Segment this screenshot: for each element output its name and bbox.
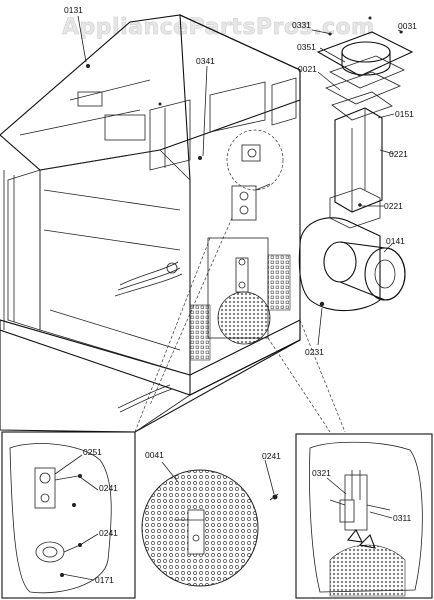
label-0241-left-lower: 0241 bbox=[99, 528, 118, 538]
label-0251: 0251 bbox=[83, 447, 102, 457]
detail-inset-left bbox=[1, 431, 136, 599]
thermostat-bracket bbox=[226, 129, 284, 221]
label-0331: 0331 bbox=[292, 20, 311, 30]
label-0241-middle: 0241 bbox=[262, 451, 281, 461]
label-0171: 0171 bbox=[95, 575, 114, 585]
leader-lines bbox=[54, 15, 404, 581]
label-0341: 0341 bbox=[196, 56, 215, 66]
cabinet bbox=[0, 14, 301, 433]
label-0041: 0041 bbox=[145, 450, 164, 460]
label-0321: 0321 bbox=[312, 468, 331, 478]
label-0141: 0141 bbox=[386, 236, 405, 246]
blower-assembly bbox=[298, 16, 414, 312]
label-0311: 0311 bbox=[393, 513, 412, 523]
label-0351: 0351 bbox=[297, 42, 316, 52]
watermark-text: AppliancePartsPros.com bbox=[62, 15, 375, 40]
heater-perforated-disc bbox=[217, 291, 271, 345]
heater-housing bbox=[207, 237, 271, 345]
label-0151: 0151 bbox=[395, 109, 414, 119]
label-0031: 0031 bbox=[398, 21, 417, 31]
label-0021: 0021 bbox=[298, 64, 317, 74]
label-0131: 0131 bbox=[64, 5, 83, 15]
label-0231: 0231 bbox=[305, 347, 324, 357]
projection-lines bbox=[134, 217, 346, 433]
label-0241-left-upper: 0241 bbox=[99, 483, 118, 493]
label-0221-lower: 0221 bbox=[384, 201, 403, 211]
part-labels: 0131 0341 0331 0031 0351 0021 0151 0221 … bbox=[64, 5, 417, 585]
detail-inset-middle bbox=[141, 469, 279, 587]
detail-inset-right bbox=[295, 433, 433, 599]
label-0221-upper: 0221 bbox=[389, 149, 408, 159]
